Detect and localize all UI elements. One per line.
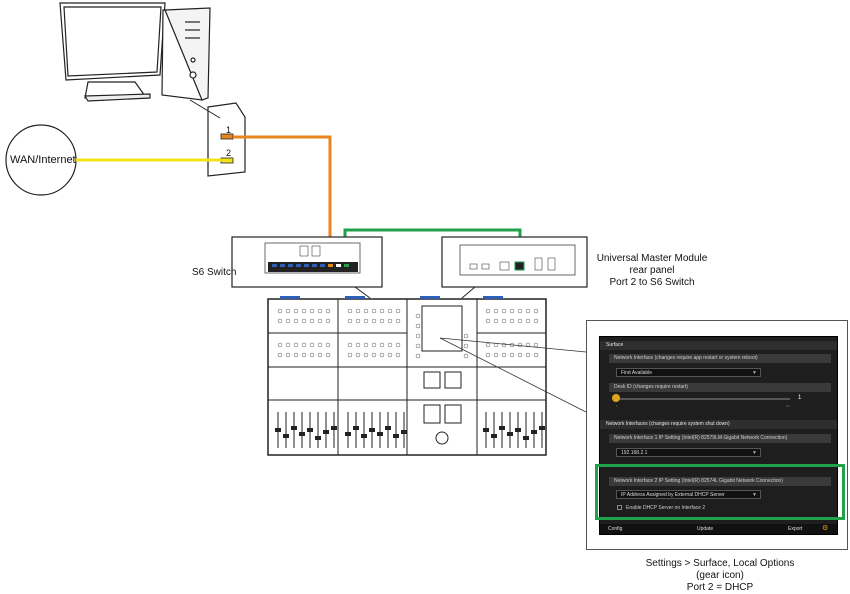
ni1-value: 192.168.2.1 bbox=[621, 450, 648, 456]
ni1-dropdown[interactable]: 192.168.2.1 ▼ bbox=[616, 448, 761, 457]
chevron-down-icon: ▼ bbox=[752, 450, 757, 456]
ni2-label: Network Interface 2 IP Setting (Intel(R)… bbox=[609, 477, 831, 486]
port-2-label: 2 bbox=[226, 148, 232, 158]
dhcp-checkbox[interactable] bbox=[617, 505, 622, 510]
port-1-label: 1 bbox=[226, 125, 232, 135]
desk-id-slider[interactable] bbox=[620, 398, 790, 400]
ni2-dropdown[interactable]: IP Address Assigned by External DHCP Ser… bbox=[616, 490, 761, 499]
network-interfaces-header: Network Interfaces (changes require syst… bbox=[600, 420, 837, 429]
chevron-down-icon: ▼ bbox=[752, 370, 757, 376]
desk-id-slider-knob[interactable] bbox=[612, 394, 620, 402]
ni2-value: IP Address Assigned by External DHCP Ser… bbox=[621, 492, 725, 498]
desk-id-value: 1 bbox=[798, 395, 802, 401]
s6-switch-panel bbox=[231, 236, 383, 299]
wall-jack bbox=[189, 99, 246, 177]
chevron-down-icon: ▼ bbox=[752, 492, 757, 498]
network-interface-dropdown[interactable]: First Available ▼ bbox=[616, 368, 761, 377]
settings-caption: Settings > Surface, Local Options (gear … bbox=[640, 558, 800, 594]
caption-line1: Settings > Surface, Local Options bbox=[645, 558, 795, 569]
update-button[interactable]: Update bbox=[697, 526, 714, 532]
umm-label-line1: Universal Master Module bbox=[596, 253, 708, 264]
slider-max: 10 bbox=[786, 404, 790, 408]
switch-label: S6 Switch bbox=[192, 267, 237, 278]
umm-label-line2: rear panel bbox=[629, 265, 675, 276]
wan-label: WAN/Internet bbox=[10, 154, 76, 166]
umm-rear-panel bbox=[441, 236, 588, 299]
slider-min: 1 bbox=[616, 404, 618, 408]
umm-label-line3: Port 2 to S6 Switch bbox=[609, 277, 695, 288]
surface-header: Surface bbox=[600, 341, 837, 350]
desktop-computer-icon bbox=[59, 2, 211, 102]
settings-panel: Surface Network Interface (changes requi… bbox=[586, 320, 848, 550]
umm-label: Universal Master Module rear panel Port … bbox=[590, 253, 714, 289]
orange-cable bbox=[233, 135, 332, 262]
dhcp-label: Enable DHCP Server on Interface 2 bbox=[626, 505, 706, 511]
caption-line2: (gear icon) bbox=[696, 570, 744, 581]
desk-id-label: Desk ID (changes require restart) bbox=[609, 383, 831, 392]
s6-console-surface bbox=[267, 296, 587, 456]
ni1-label: Network Interface 1 IP Setting (Intel(R)… bbox=[609, 434, 831, 443]
gear-icon[interactable]: ⚙ bbox=[822, 525, 829, 532]
config-button[interactable]: Config bbox=[608, 526, 623, 532]
settings-screen: Surface Network Interface (changes requi… bbox=[599, 336, 838, 535]
export-button[interactable]: Export bbox=[788, 526, 803, 532]
caption-line3: Port 2 = DHCP bbox=[686, 582, 754, 593]
interface-2-highlight bbox=[595, 464, 845, 520]
settings-footer: Config Update Export ⚙ bbox=[600, 524, 837, 534]
network-interface-label: Network Interface (changes require app r… bbox=[609, 354, 831, 363]
network-interface-value: First Available bbox=[621, 370, 653, 376]
